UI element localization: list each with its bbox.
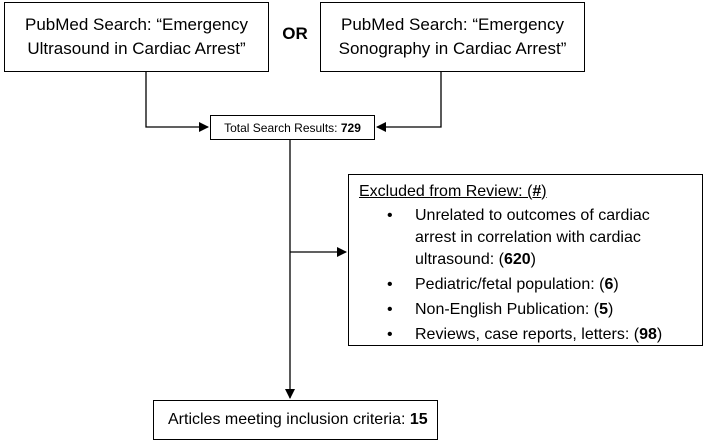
search-box-emergency-sonography: PubMed Search: “Emergency Sonography in …	[320, 2, 585, 72]
excluded-item-close: )	[656, 326, 663, 343]
excluded-item-count: 6	[604, 276, 614, 293]
excluded-item-count: 5	[599, 301, 608, 318]
included-box: Articles meeting inclusion criteria: 15	[153, 400, 438, 440]
search-box-emergency-ultrasound: PubMed Search: “Emergency Ultrasound in …	[4, 2, 269, 72]
search-box-1-line-2: Ultrasound in Cardiac Arrest”	[27, 39, 246, 58]
total-results-label: Total Search Results:	[224, 120, 341, 135]
included-label: Articles meeting inclusion criteria:	[168, 411, 410, 428]
excluded-item-non-english: Non-English Publication: (5)	[359, 299, 692, 321]
connector-search-2-to-total	[376, 72, 442, 132]
excluded-item-text: Reviews, case reports, letters: (	[415, 326, 640, 343]
search-box-2-line-1: PubMed Search: “Emergency	[340, 15, 564, 34]
excluded-item-unrelated: Unrelated to outcomes of cardiac arrest …	[359, 205, 692, 271]
excluded-box: Excluded from Review: (#) Unrelated to o…	[348, 174, 703, 346]
excluded-heading: Excluded from Review: (#)	[359, 181, 692, 203]
excluded-item-close: )	[613, 276, 619, 293]
excluded-item-text: Unrelated to outcomes of cardiac arrest …	[415, 207, 650, 268]
excluded-item-close: )	[530, 251, 536, 268]
search-box-1-line-1: PubMed Search: “Emergency	[25, 15, 248, 34]
excluded-list: Unrelated to outcomes of cardiac arrest …	[359, 205, 692, 346]
total-results-count: 729	[340, 120, 361, 135]
included-count: 15	[409, 411, 428, 428]
excluded-heading-close: )	[541, 183, 547, 200]
excluded-item-reviews: Reviews, case reports, letters: (98)	[359, 324, 692, 346]
excluded-heading-label: Excluded from Review: (	[359, 183, 533, 200]
connector-search-1-to-total	[145, 72, 209, 132]
excluded-item-text: Non-English Publication: (	[415, 301, 600, 318]
excluded-item-text: Pediatric/fetal population: (	[415, 276, 605, 293]
excluded-heading-mark: #	[532, 183, 542, 200]
excluded-item-count: 98	[639, 326, 657, 343]
excluded-item-close: )	[608, 301, 614, 318]
excluded-item-pediatric: Pediatric/fetal population: (6)	[359, 274, 692, 296]
excluded-item-count: 620	[503, 251, 531, 268]
search-box-2-line-2: Sonography in Cardiac Arrest”	[338, 39, 567, 58]
total-results-box: Total Search Results: 729	[210, 115, 375, 140]
or-label: OR	[282, 24, 308, 43]
